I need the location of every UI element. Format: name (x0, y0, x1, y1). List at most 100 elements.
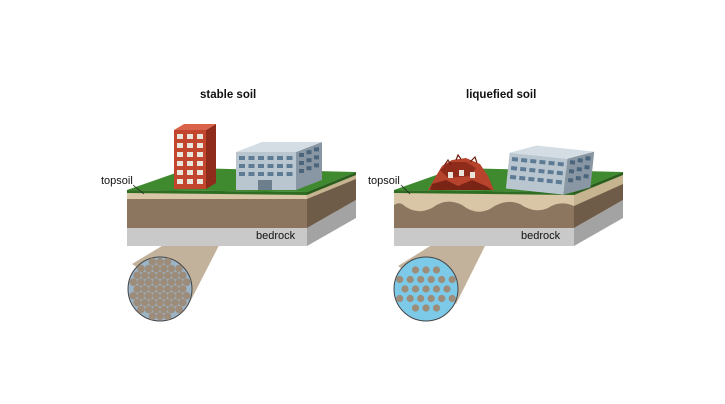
window (306, 166, 312, 171)
soil-grain (156, 312, 164, 321)
soil-grain (133, 298, 141, 307)
soil-grain (137, 292, 145, 300)
soil-grain (432, 304, 441, 312)
soil-grain (144, 305, 153, 314)
soil-grain (144, 264, 153, 273)
soil-grain (406, 294, 414, 303)
soil-grain (160, 264, 168, 273)
window (555, 179, 563, 185)
concrete-building (236, 142, 322, 190)
soil-grain (133, 271, 141, 280)
soil-grain (152, 305, 160, 314)
window (568, 169, 575, 174)
soil-grain (175, 278, 183, 287)
soil-grain (152, 264, 160, 273)
soil-grain (179, 285, 187, 293)
window (539, 159, 546, 165)
soil-grain (141, 298, 149, 307)
tilted-concrete-building (505, 145, 595, 195)
soil-grain (427, 275, 435, 284)
soil-grain (163, 298, 172, 307)
soil-grain (175, 305, 183, 314)
window (576, 167, 582, 172)
topsoil-label-left: topsoil (101, 175, 133, 187)
window (267, 172, 274, 176)
stable-soil-grains (129, 258, 191, 321)
window (187, 143, 193, 148)
window (519, 166, 527, 172)
grass-side (307, 172, 356, 195)
soil-grain (171, 298, 179, 307)
window (511, 157, 519, 162)
soil-grain (443, 285, 451, 293)
soil-grain (148, 285, 157, 293)
soil-grain (179, 298, 187, 307)
soil-grain (432, 285, 441, 293)
soil-grain (417, 294, 425, 303)
soil-grain (396, 294, 404, 303)
soil-grain (167, 305, 176, 314)
window (187, 161, 193, 166)
soil-grain (160, 292, 168, 300)
soil-grain (163, 312, 172, 321)
topsoil-leader-line-right (400, 184, 411, 195)
window (286, 164, 293, 168)
soil-grain (422, 266, 430, 274)
window (177, 152, 183, 157)
bedrock-front (127, 228, 307, 246)
stable-soil-panel (127, 124, 356, 322)
topsoil-band-side (574, 173, 623, 206)
soil-grain (167, 264, 176, 273)
soil-grain (148, 258, 157, 266)
window (187, 170, 193, 175)
bedrock-side (574, 200, 623, 246)
liquefied-soil-grains (396, 266, 456, 312)
soil-grain (148, 298, 157, 307)
window (577, 158, 583, 163)
soil-grain (129, 278, 138, 287)
window (177, 170, 183, 175)
soil-grain (148, 312, 157, 321)
soil-grain (171, 271, 179, 280)
window (277, 156, 283, 160)
window (177, 143, 183, 148)
bedrock-front (394, 228, 574, 246)
window (314, 163, 319, 168)
soil-grain (141, 285, 149, 293)
stable-soil-title: stable soil (200, 89, 257, 101)
window (267, 164, 274, 168)
grass-front (394, 190, 574, 195)
window (299, 153, 304, 157)
window (548, 160, 555, 166)
soil-grain (448, 294, 456, 303)
soil-grain (175, 264, 183, 273)
window (306, 158, 312, 163)
soil-grain (152, 278, 160, 287)
soil-grain (163, 258, 172, 266)
soil-grain (137, 305, 145, 314)
window (584, 165, 590, 170)
soil-grain (171, 285, 179, 293)
window (197, 152, 203, 157)
soil-grain (156, 298, 164, 307)
window (177, 134, 183, 139)
window (187, 134, 193, 139)
window (177, 161, 183, 166)
window (583, 174, 589, 179)
soil-grain (411, 285, 420, 293)
window (248, 164, 255, 168)
soil-grain (438, 294, 446, 303)
soil-grain (141, 271, 149, 280)
window (299, 169, 304, 173)
window (286, 172, 293, 176)
soil-grain (411, 266, 420, 274)
window (197, 170, 203, 175)
soil-grain (156, 258, 164, 266)
window (239, 156, 245, 160)
soil-grain (411, 304, 420, 312)
window (530, 158, 537, 164)
bedrock-label-left: bedrock (256, 230, 296, 242)
soil-grain (163, 271, 172, 280)
soil-grain (422, 285, 430, 293)
